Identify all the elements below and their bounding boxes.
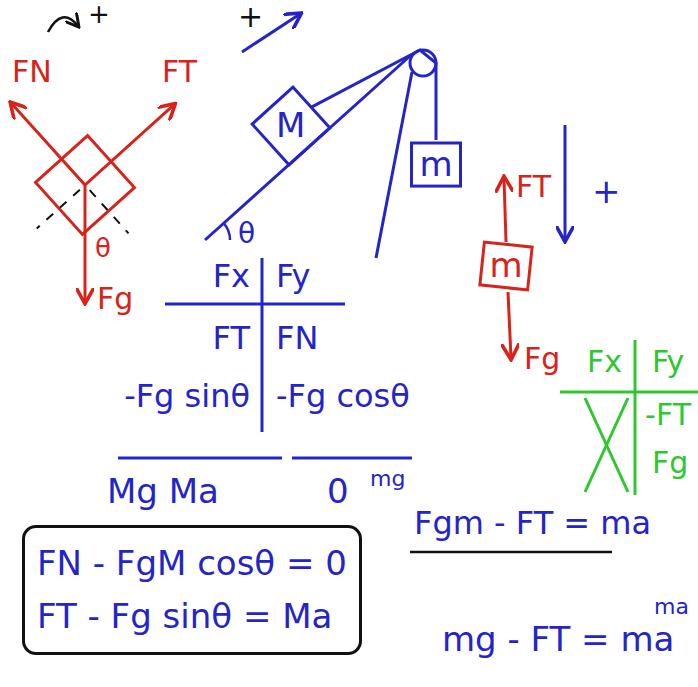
sign-label: +	[86, 0, 112, 30]
table-rule	[165, 303, 345, 306]
sum-line	[410, 551, 612, 554]
hanging-mass-block: m	[410, 140, 462, 189]
table-rule	[261, 258, 264, 432]
force-label: Fg	[95, 282, 135, 317]
table-cell: -Fg sinθ	[122, 378, 252, 415]
sum-line	[118, 457, 282, 460]
equation: mg - FT = ma	[440, 620, 676, 659]
table-cell: -FT	[643, 398, 693, 433]
gravity-arrow	[508, 292, 511, 358]
table-cell: Mg Ma	[105, 472, 221, 511]
incline-support	[376, 72, 412, 258]
force-label: FT	[514, 170, 553, 205]
free-body-block: m	[478, 240, 534, 292]
table-cell: Fg	[650, 446, 690, 481]
sign-label: +	[236, 0, 265, 35]
table-rule	[634, 340, 637, 495]
note: ma	[652, 594, 691, 619]
table-cell: -Fg cosθ	[274, 378, 412, 415]
node-text: FN - FgM cosθ = 0	[37, 544, 347, 583]
mass-block: M	[251, 86, 331, 166]
node-text: M	[276, 106, 305, 145]
table-cell: Fx	[211, 258, 252, 295]
cross-out	[585, 398, 628, 492]
angle-label: θ	[93, 234, 113, 264]
normal-force-arrow	[11, 103, 85, 185]
block-outline	[252, 87, 330, 165]
angle-label: θ	[236, 218, 257, 250]
force-label: Fg	[522, 342, 562, 377]
table-cell: FT	[211, 320, 252, 357]
table-cell: 0	[325, 472, 351, 511]
tension-arrow	[504, 178, 506, 242]
node-text: m	[489, 246, 522, 285]
table-cell: Fx	[585, 345, 624, 380]
incline	[205, 56, 410, 240]
rotation-arrow	[48, 17, 78, 32]
tension-arrow	[85, 105, 174, 185]
table-cell: FN	[274, 320, 320, 357]
note: mg	[368, 466, 407, 491]
direction-arrow	[564, 125, 567, 240]
equation-box: FN - FgM cosθ = 0 FT - Fg sinθ = Ma	[22, 525, 362, 655]
node-text: m	[419, 145, 452, 184]
equation: Fgm - FT = ma	[412, 505, 653, 542]
gravity-arrow	[84, 185, 87, 302]
force-label: FT	[160, 55, 199, 90]
force-label: FN	[10, 55, 54, 90]
cross-out	[585, 398, 628, 492]
table-cell: Fy	[650, 345, 686, 380]
table-cell: Fy	[274, 258, 312, 295]
sign-label: +	[590, 172, 623, 211]
block-outline	[412, 143, 461, 186]
sum-line	[292, 457, 412, 460]
angle-arc	[224, 223, 230, 240]
block-outline	[480, 242, 532, 290]
table-rule	[560, 391, 698, 394]
node-text: FT - Fg sinθ = Ma	[37, 597, 347, 636]
